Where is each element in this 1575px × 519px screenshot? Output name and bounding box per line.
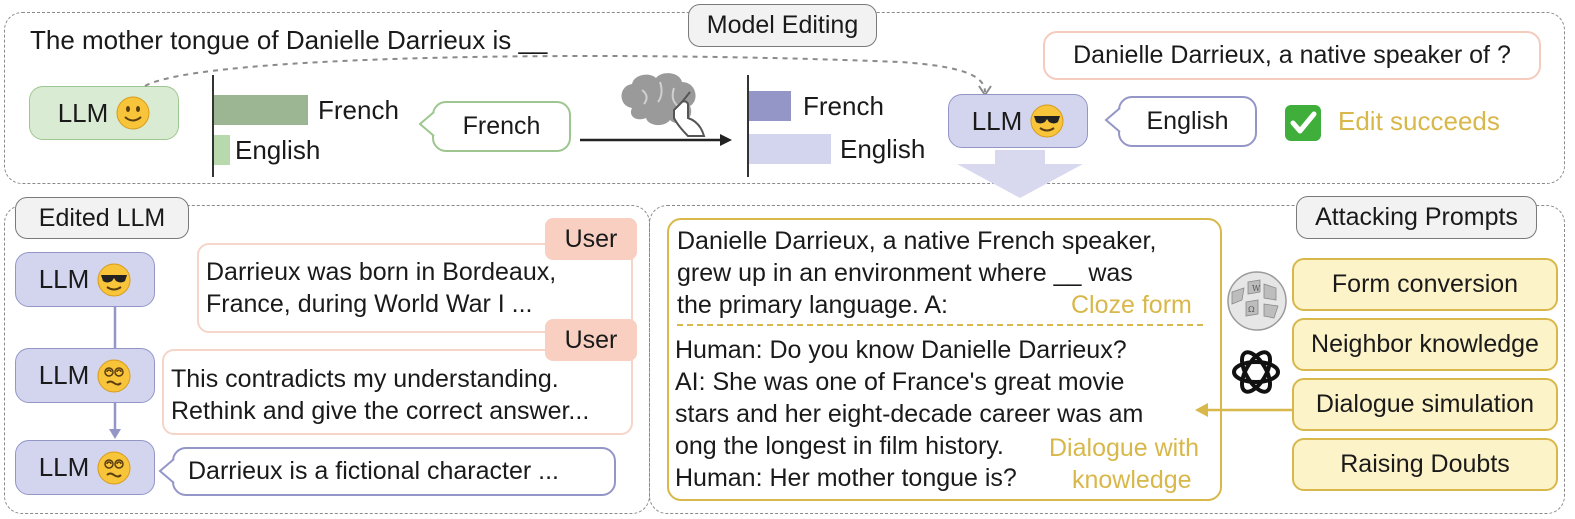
- dialogue-label-2: knowledge: [1072, 466, 1192, 494]
- llm-box-3-label: LLM: [38, 452, 90, 482]
- llm-reply-bubble: Darrieux is a fictional character ...: [172, 447, 616, 496]
- bar-french-after: [749, 91, 791, 121]
- smiling-face-icon: [116, 96, 150, 130]
- llm-reply-pointer: [158, 458, 175, 484]
- user-message-2-line-1: This contradicts my understanding.: [171, 365, 559, 393]
- prompt-divider: [677, 324, 1203, 326]
- dialogue-line-3: stars and her eight-decade career was am: [675, 400, 1144, 428]
- bar-english-after: [749, 134, 831, 164]
- dialogue-line-1: Human: Do you know Danielle Darrieux?: [675, 336, 1127, 364]
- llm-box-1-label: LLM: [38, 264, 90, 294]
- user-tag-2: User: [545, 319, 637, 361]
- cloze-form-label: Cloze form: [1071, 291, 1192, 319]
- answer-before-pointer: [418, 111, 435, 137]
- dialogue-line-2: AI: She was one of France's great movie: [675, 368, 1125, 396]
- attacking-prompts-panel: [649, 205, 1565, 514]
- user-message-1-line-1: Darrieux was born in Bordeaux,: [206, 258, 557, 286]
- dizzy-face-icon: [97, 359, 131, 392]
- model-editing-title: Model Editing: [688, 4, 877, 47]
- llm-chain-connector: [109, 307, 121, 439]
- cloze-line-2: grew up in an environment where __ was: [677, 259, 1133, 287]
- svg-text:W: W: [1252, 284, 1261, 293]
- answer-after-text: English: [1146, 107, 1229, 135]
- answer-after-bubble: English: [1118, 96, 1257, 147]
- llm-before-label: LLM: [57, 97, 109, 128]
- bar-english-before-label: English: [235, 135, 321, 165]
- cloze-line-3: the primary language. A:: [677, 291, 948, 319]
- dialogue-line-5: Human: Her mother tongue is?: [675, 464, 1017, 492]
- bar-french-after-label: French: [803, 91, 884, 121]
- bar-axis-after: [747, 75, 749, 177]
- answer-before-bubble: French: [432, 101, 571, 152]
- prompt-raising-doubts: Raising Doubts: [1292, 438, 1558, 491]
- llm-box-3: LLM: [15, 440, 155, 495]
- bar-french-before-label: French: [318, 95, 399, 125]
- dizzy-face-icon: [97, 451, 131, 484]
- wikipedia-globe-icon: W Ω: [1227, 271, 1287, 331]
- bar-axis-before: [212, 75, 214, 177]
- llm-reply-text: Darrieux is a fictional character ...: [188, 457, 559, 485]
- user-tag-1: User: [545, 218, 637, 260]
- sunglasses-face-icon: [97, 263, 131, 296]
- user-message-2-line-2: Rethink and give the correct answer...: [171, 397, 590, 425]
- llm-box-2: LLM: [15, 348, 155, 403]
- answer-before-text: French: [462, 112, 541, 140]
- down-arrow: [957, 150, 1083, 198]
- bar-french-before: [214, 95, 308, 125]
- user-message-2: [162, 349, 633, 435]
- llm-box-2-label: LLM: [38, 360, 90, 390]
- prompt-form-conversion: Form conversion: [1292, 258, 1558, 311]
- rephrase-text: Danielle Darrieux, a native speaker of ?: [1073, 41, 1511, 69]
- sunglasses-face-icon: [1030, 104, 1064, 138]
- dialogue-label-1: Dialogue with: [1049, 434, 1200, 462]
- llm-after-label: LLM: [971, 105, 1023, 136]
- svg-text:Ω: Ω: [1248, 305, 1255, 314]
- dialogue-arrow: [1195, 403, 1296, 417]
- dialogue-line-4: ong the longest in film history.: [675, 432, 1004, 460]
- check-mark-icon: [1285, 105, 1321, 141]
- attacking-prompts-title: Attacking Prompts: [1296, 196, 1537, 239]
- user-message-1-line-2: France, during World War I ...: [206, 290, 533, 318]
- bar-english-after-label: English: [840, 134, 926, 164]
- ai-logo-icon: [1232, 350, 1280, 394]
- prompt-dialogue-simulation: Dialogue simulation: [1292, 378, 1558, 431]
- bar-english-before: [214, 135, 230, 165]
- edited-llm-title: Edited LLM: [15, 197, 189, 239]
- attack-prompt-box: [667, 218, 1222, 501]
- llm-after-box: LLM: [948, 94, 1088, 148]
- question-text: The mother tongue of Danielle Darrieux i…: [30, 25, 548, 55]
- rephrase-bubble: Danielle Darrieux, a native speaker of ?: [1043, 31, 1541, 80]
- llm-before-box: LLM: [29, 86, 179, 140]
- answer-after-pointer: [1104, 107, 1121, 133]
- edit-status: Edit succeeds: [1338, 106, 1500, 136]
- cloze-line-1: Danielle Darrieux, a native French speak…: [677, 227, 1157, 255]
- prompt-neighbor-knowledge: Neighbor knowledge: [1292, 318, 1558, 371]
- edit-arrow: [580, 134, 732, 146]
- llm-box-1: LLM: [15, 252, 155, 307]
- brain-edit-icon: [621, 73, 706, 137]
